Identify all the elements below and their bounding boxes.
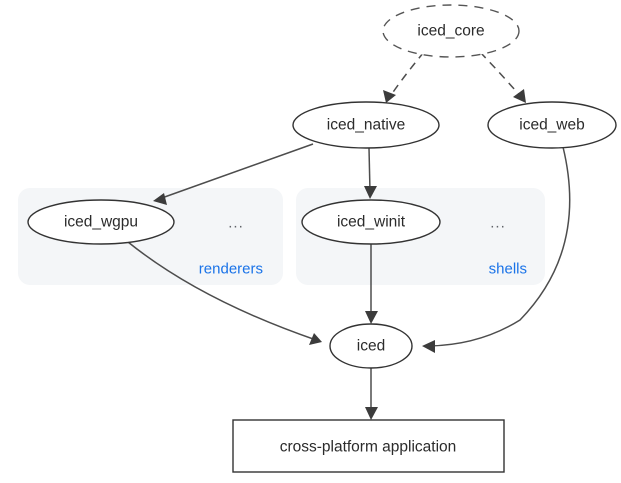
iced-web-ellipse[interactable]: [487, 101, 617, 149]
edge-iced-web-to-iced: [428, 146, 571, 347]
application-rect[interactable]: [232, 419, 505, 473]
node-iced-core[interactable]: iced_core: [382, 4, 520, 58]
arrowhead-iced-native-to-iced-winit: [364, 186, 377, 199]
arrowhead-iced-core-to-iced-web: [513, 89, 526, 103]
node-application[interactable]: cross-platform application: [232, 419, 505, 473]
arrowhead-iced-wgpu-to-iced: [309, 333, 322, 345]
arrowhead-iced-core-to-iced-native: [383, 90, 396, 103]
node-iced-native[interactable]: iced_native: [292, 101, 440, 149]
cluster-renderers-label: renderers: [199, 261, 263, 278]
arrowhead-iced-web-to-iced: [422, 340, 435, 353]
edge-iced-core-to-iced-web: [479, 51, 523, 99]
iced-winit-ellipse[interactable]: [301, 199, 441, 245]
arrowhead-iced-to-application: [365, 407, 378, 420]
node-iced[interactable]: iced: [329, 323, 413, 369]
arrowhead-iced-native-to-iced-wgpu: [153, 193, 167, 205]
node-iced-web[interactable]: iced_web: [487, 101, 617, 149]
edge-iced-core-to-iced-native: [388, 51, 425, 99]
arrowhead-iced-winit-to-iced: [365, 311, 378, 324]
iced-core-ellipse[interactable]: [382, 4, 520, 58]
iced-native-ellipse[interactable]: [292, 101, 440, 149]
edge-iced-native-to-iced-wgpu: [158, 143, 314, 200]
shells-more-ellipsis: ...: [490, 215, 506, 232]
edge-iced-native-to-iced-winit: [368, 147, 371, 193]
node-iced-wgpu[interactable]: iced_wgpu: [27, 199, 175, 245]
cluster-shells-label: shells: [489, 261, 527, 278]
iced-ellipse[interactable]: [329, 323, 413, 369]
renderers-more-ellipsis: ...: [228, 215, 244, 232]
node-iced-winit[interactable]: iced_winit: [301, 199, 441, 245]
edge-iced-wgpu-to-iced: [127, 241, 317, 341]
iced-wgpu-ellipse[interactable]: [27, 199, 175, 245]
